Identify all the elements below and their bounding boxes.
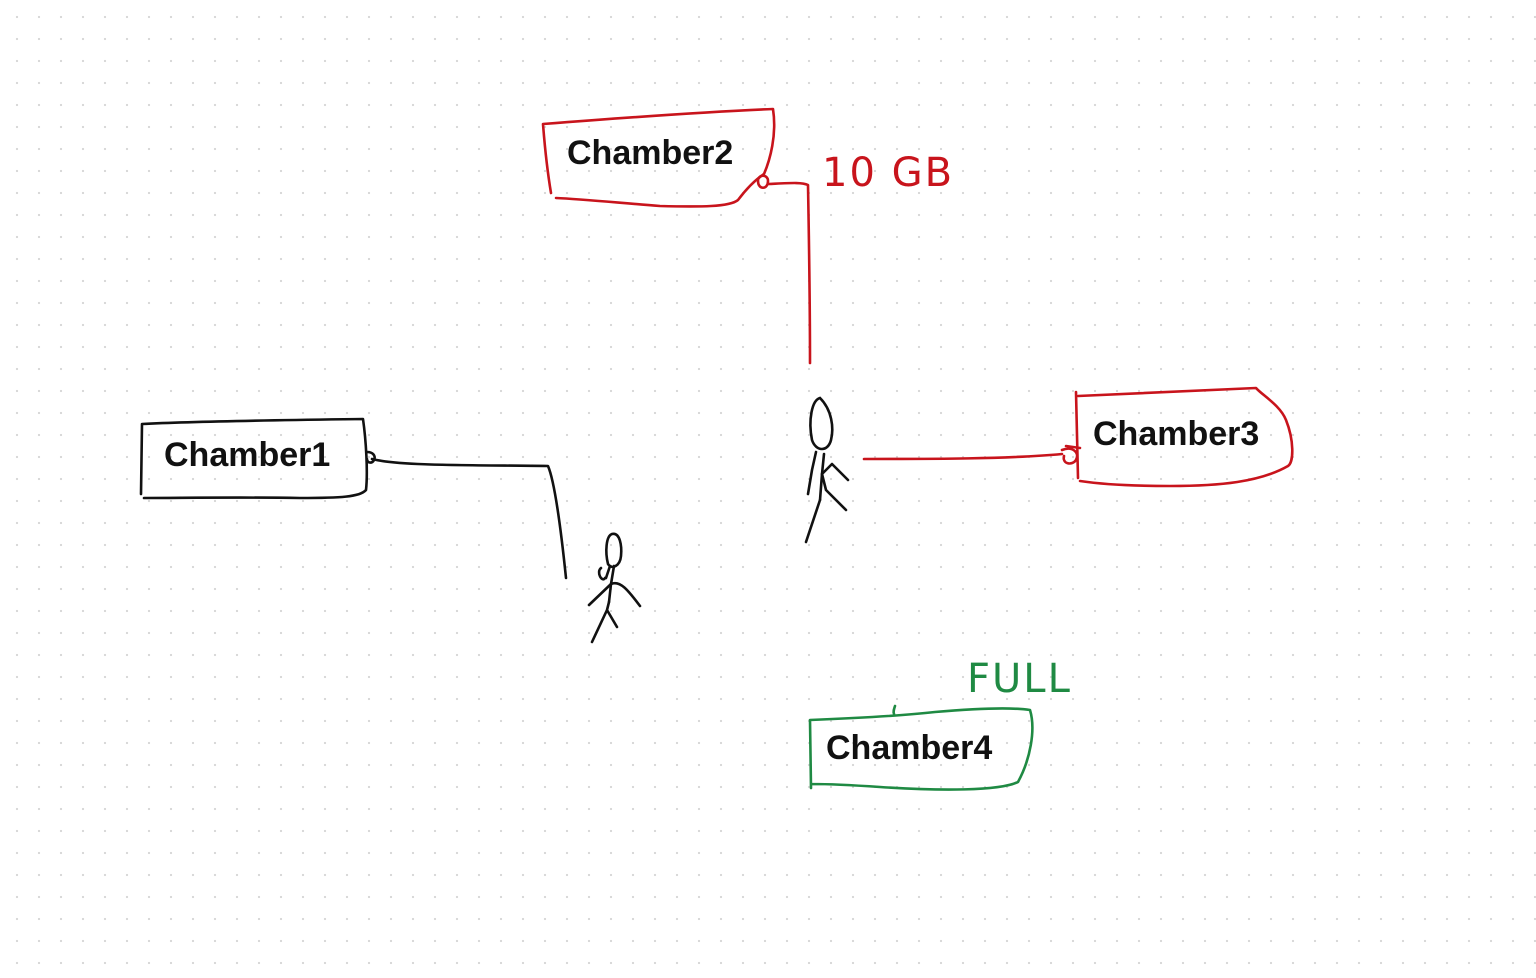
person-center-head (809, 396, 834, 451)
chamber2-node[interactable]: Chamber2 (541, 107, 776, 208)
chamber4-label: Chamber4 (826, 729, 992, 767)
connector-end-circle (1060, 444, 1082, 465)
person-left-arms (587, 581, 642, 608)
chamber2-label: Chamber2 (567, 134, 733, 172)
stick-figure-icon (587, 532, 642, 644)
chamber1-node[interactable]: Chamber1 (139, 417, 369, 500)
chamber2-size-annotation: 10 GB (822, 150, 954, 196)
connector-line (862, 452, 1064, 461)
person-left-head (605, 532, 623, 569)
chamber4-box (808, 707, 1034, 791)
chamber4-top-mark (892, 704, 897, 716)
connector-end-circle (365, 450, 376, 464)
person-left-legs (590, 600, 619, 644)
connection-chamber2-to-person-center (756, 174, 812, 365)
connector-line (766, 181, 812, 365)
chamber3-box (1074, 386, 1294, 488)
connection-person-center-to-chamber3 (862, 444, 1082, 465)
stick-figure-icon (804, 396, 850, 544)
chamber1-label: Chamber1 (164, 436, 330, 474)
chamber4-status-annotation: FULL (967, 656, 1072, 702)
connection-chamber1-to-person-left (365, 450, 568, 580)
connector-line (370, 457, 568, 580)
person-center-arms (820, 462, 850, 512)
chamber1-box (139, 417, 369, 500)
person-center-legs (804, 498, 822, 544)
chamber3-label: Chamber3 (1093, 415, 1259, 453)
chamber3-node[interactable]: Chamber3 (1074, 386, 1294, 488)
chamber4-node[interactable]: Chamber4 (808, 704, 1034, 791)
connector-end-circle (756, 174, 770, 190)
